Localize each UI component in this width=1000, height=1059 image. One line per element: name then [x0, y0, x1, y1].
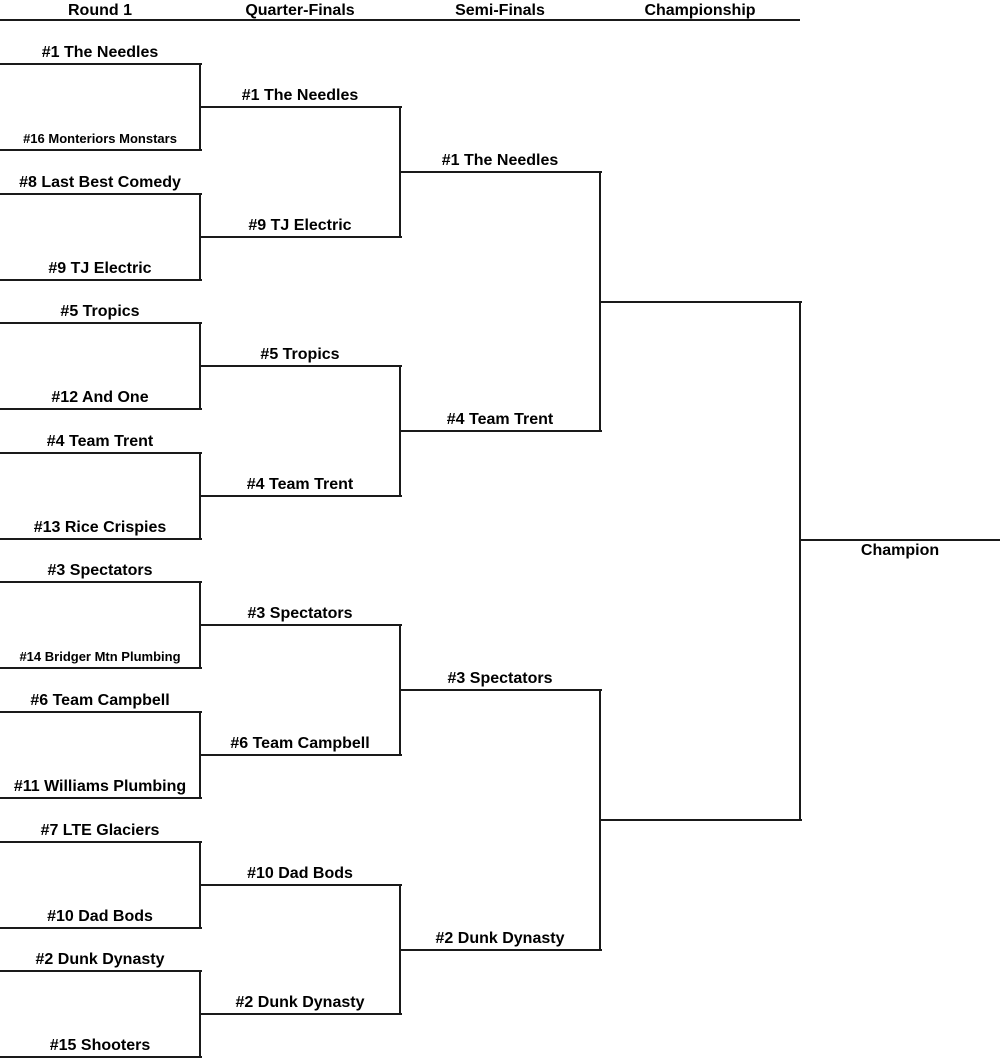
- semifinal-slot-line: [400, 949, 602, 951]
- champion-label: Champion: [860, 542, 940, 559]
- quarterfinal-slot-label: #5 Tropics: [260, 346, 340, 363]
- quarterfinal-slot-label: #3 Spectators: [247, 605, 353, 622]
- round1-slot-line: [0, 841, 202, 843]
- quarterfinal-slot-label: #6 Team Campbell: [230, 735, 370, 752]
- quarterfinal-slot-line: [200, 1013, 402, 1015]
- header-round-1: Round 1: [68, 2, 132, 19]
- semifinal-slot-label: #4 Team Trent: [446, 411, 554, 428]
- round1-slot-line: [0, 149, 202, 151]
- round1-slot-line: [0, 581, 202, 583]
- round1-slot-line: [0, 797, 202, 799]
- round1-slot-label: #4 Team Trent: [46, 433, 154, 450]
- round1-slot-label: #10 Dad Bods: [47, 908, 153, 925]
- quarterfinal-slot-line: [200, 106, 402, 108]
- quarterfinal-slot-label: #2 Dunk Dynasty: [235, 994, 365, 1011]
- round1-slot-label: #8 Last Best Comedy: [19, 174, 181, 191]
- quarterfinal-slot-line: [200, 884, 402, 886]
- quarterfinal-slot-label: #1 The Needles: [241, 87, 359, 104]
- header-divider: [0, 19, 800, 21]
- round1-slot-line: [0, 193, 202, 195]
- champion-line: [800, 539, 1000, 541]
- round1-slot-label: #13 Rice Crispies: [33, 519, 167, 536]
- round1-slot-label: #9 TJ Electric: [48, 260, 152, 277]
- semifinal-slot-line: [400, 171, 602, 173]
- round1-slot-label: #16 Monteriors Monstars: [23, 131, 177, 146]
- round1-slot-label: #14 Bridger Mtn Plumbing: [19, 649, 181, 664]
- quarterfinal-slot-line: [200, 624, 402, 626]
- quarterfinal-slot-label: #9 TJ Electric: [248, 217, 352, 234]
- championship-slot-line: [600, 819, 802, 821]
- semifinal-slot-line: [400, 689, 602, 691]
- round1-slot-label: #11 Williams Plumbing: [13, 778, 187, 795]
- quarterfinal-slot-line: [200, 754, 402, 756]
- header-semi-finals: Semi-Finals: [455, 2, 545, 19]
- round1-slot-line: [0, 63, 202, 65]
- round1-slot-line: [0, 1056, 202, 1058]
- round1-slot-line: [0, 711, 202, 713]
- round1-slot-line: [0, 408, 202, 410]
- header-championship: Championship: [644, 2, 756, 19]
- championship-slot-line: [600, 301, 802, 303]
- round1-slot-label: #3 Spectators: [47, 562, 153, 579]
- round1-slot-label: #15 Shooters: [49, 1037, 151, 1054]
- round1-slot-label: #1 The Needles: [41, 44, 159, 61]
- round1-slot-line: [0, 538, 202, 540]
- quarterfinal-slot-label: #10 Dad Bods: [247, 865, 353, 882]
- round1-slot-label: #2 Dunk Dynasty: [35, 951, 165, 968]
- quarterfinal-slot-label: #4 Team Trent: [246, 476, 354, 493]
- round1-slot-label: #6 Team Campbell: [30, 692, 170, 709]
- round1-slot-label: #12 And One: [51, 389, 149, 406]
- round1-slot-line: [0, 927, 202, 929]
- quarterfinal-slot-line: [200, 365, 402, 367]
- round1-slot-line: [0, 970, 202, 972]
- semifinal-slot-label: #2 Dunk Dynasty: [435, 930, 565, 947]
- quarterfinal-slot-line: [200, 495, 402, 497]
- round1-slot-line: [0, 452, 202, 454]
- round1-slot-line: [0, 667, 202, 669]
- semifinal-slot-label: #1 The Needles: [441, 152, 559, 169]
- semifinal-slot-label: #3 Spectators: [447, 670, 553, 687]
- round1-slot-line: [0, 322, 202, 324]
- round1-slot-label: #5 Tropics: [60, 303, 140, 320]
- round1-slot-label: #7 LTE Glaciers: [40, 822, 160, 839]
- round1-slot-line: [0, 279, 202, 281]
- quarterfinal-slot-line: [200, 236, 402, 238]
- bracket-connector: [799, 301, 801, 821]
- semifinal-slot-line: [400, 430, 602, 432]
- header-quarter-finals: Quarter-Finals: [245, 2, 355, 19]
